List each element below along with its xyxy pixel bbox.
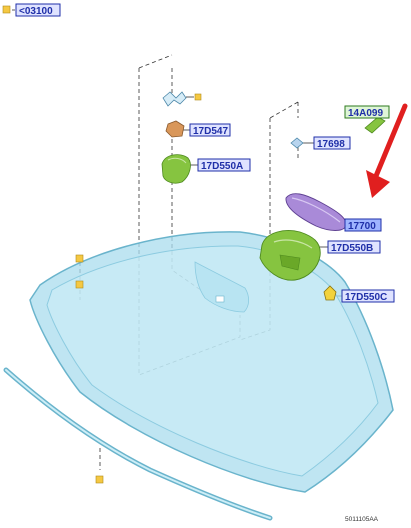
- clip-17D550C-part: [323, 285, 337, 301]
- cover-17D550A-part: [161, 154, 191, 184]
- lower-moulding-strip: [3, 367, 273, 521]
- callout-17700[interactable]: 17700: [344, 218, 382, 232]
- marker-squares: [2, 5, 202, 484]
- callout-17D550B[interactable]: 17D550B: [327, 240, 381, 254]
- label-17698: 17698: [317, 139, 345, 150]
- header-ref-text: <03100: [19, 6, 53, 17]
- cover-17D550B-part: [259, 230, 321, 281]
- footer-ref: 5011105AA: [345, 516, 379, 523]
- label-17D550A: 17D550A: [201, 161, 243, 172]
- bracket-14A099-part: [364, 116, 386, 134]
- label-17D550B: 17D550B: [331, 243, 373, 254]
- label-14A099: 14A099: [348, 108, 383, 119]
- callout-17D550A[interactable]: 17D550A: [197, 158, 251, 172]
- callout-17D547[interactable]: 17D547: [189, 123, 231, 137]
- callout-14A099[interactable]: 14A099: [344, 105, 390, 119]
- callout-17D550C[interactable]: 17D550C: [341, 289, 395, 303]
- label-17700: 17700: [348, 221, 376, 232]
- callout-17698[interactable]: 17698: [313, 136, 351, 150]
- label-17D550C: 17D550C: [345, 292, 387, 303]
- bracket-17D547-part: [165, 120, 185, 138]
- red-callout-arrow: [366, 103, 408, 198]
- mirror-17700-part: [285, 193, 347, 231]
- windshield-glass: [29, 231, 394, 493]
- callout-header-ref: <03100: [15, 3, 61, 17]
- label-17D547: 17D547: [193, 126, 228, 137]
- connector-17698-part: [290, 137, 304, 149]
- clip-part: [162, 91, 187, 107]
